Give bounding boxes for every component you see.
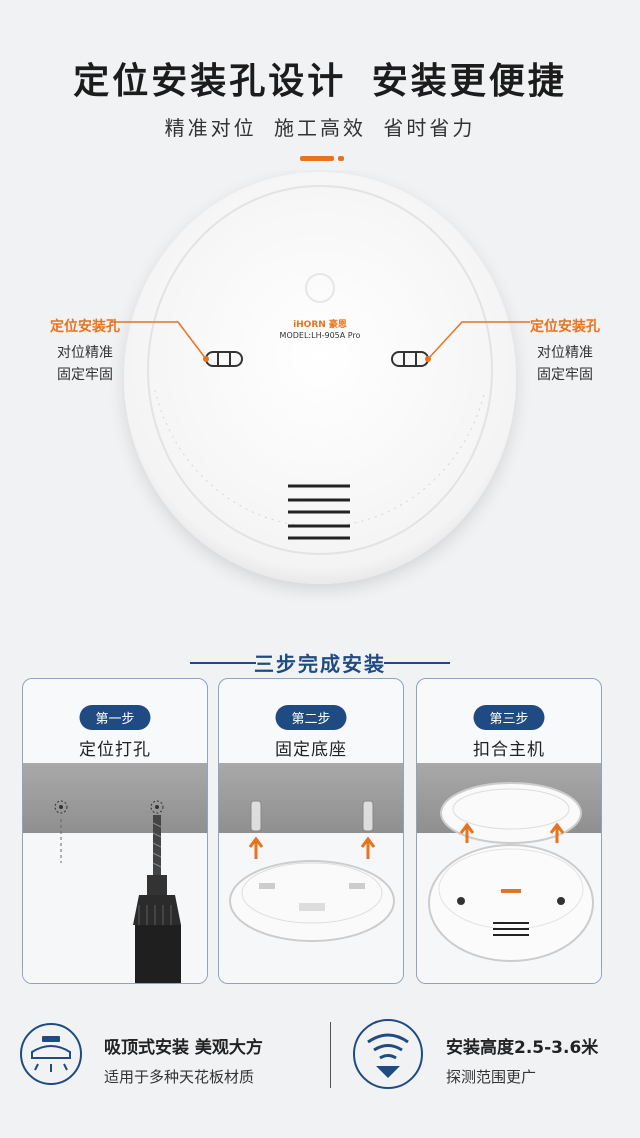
- product-model: MODEL:LH-905A Pro: [279, 331, 361, 340]
- step-card-1: 第一步 定位打孔: [22, 678, 208, 984]
- callout-left-line1: 对位精准: [57, 345, 113, 361]
- callout-left-title: 定位安装孔: [50, 319, 120, 335]
- step-label-3: 扣合主机: [473, 740, 545, 760]
- step-card-2: 第二步 固定底座: [218, 678, 404, 984]
- mount-base-illustration: [229, 800, 395, 942]
- feature-1-desc: 适用于多种天花板材质: [104, 1068, 255, 1086]
- callout-left-line2: 固定牢固: [57, 367, 113, 383]
- attach-device-illustration: [428, 782, 594, 962]
- vent-slots: [288, 484, 350, 540]
- callout-right: 定位安装孔 对位精准 固定牢固: [500, 316, 630, 386]
- accent-divider-dot: [338, 156, 344, 161]
- product-base-illustration: [110, 172, 530, 584]
- step-card-3: 第三步 扣合主机: [416, 678, 602, 984]
- step-badge-2: 第二步: [275, 705, 347, 730]
- feature-2: 安装高度2.5-3.6米 探测范围更广: [446, 1033, 598, 1087]
- product-brand: iHORN 豪恩: [293, 320, 347, 330]
- drill-illustration: [54, 800, 181, 983]
- ceiling-panel: [23, 763, 207, 833]
- callout-right-line1: 对位精准: [537, 345, 593, 361]
- page-title: 定位安装孔设计 安装更便捷: [73, 61, 567, 102]
- steps-section-title: 三步完成安装: [254, 652, 386, 676]
- step-badge-1: 第一步: [79, 705, 151, 730]
- feature-divider: [330, 1022, 331, 1088]
- accent-divider: [300, 156, 334, 161]
- step-label-1: 定位打孔: [79, 740, 151, 760]
- feature-2-title: 安装高度2.5-3.6米: [446, 1038, 599, 1058]
- section-line-left: [190, 662, 256, 664]
- callout-left: 定位安装孔 对位精准 固定牢固: [30, 316, 140, 386]
- ceiling-detector-icon: [20, 1023, 82, 1085]
- feature-1-title: 吸顶式安装 美观大方: [104, 1038, 263, 1058]
- page-subtitle: 精准对位 施工高效 省时省力: [164, 116, 476, 140]
- left-mounting-hole: [205, 351, 243, 367]
- feature-1: 吸顶式安装 美观大方 适用于多种天花板材质: [104, 1033, 263, 1087]
- step-label-2: 固定底座: [275, 740, 347, 760]
- detection-waves-icon: [353, 1019, 423, 1089]
- feature-2-desc: 探测范围更广: [446, 1068, 537, 1086]
- callout-right-title: 定位安装孔: [530, 319, 600, 335]
- step-badge-3: 第三步: [473, 705, 545, 730]
- section-line-right: [384, 662, 450, 664]
- callout-right-line2: 固定牢固: [537, 367, 593, 383]
